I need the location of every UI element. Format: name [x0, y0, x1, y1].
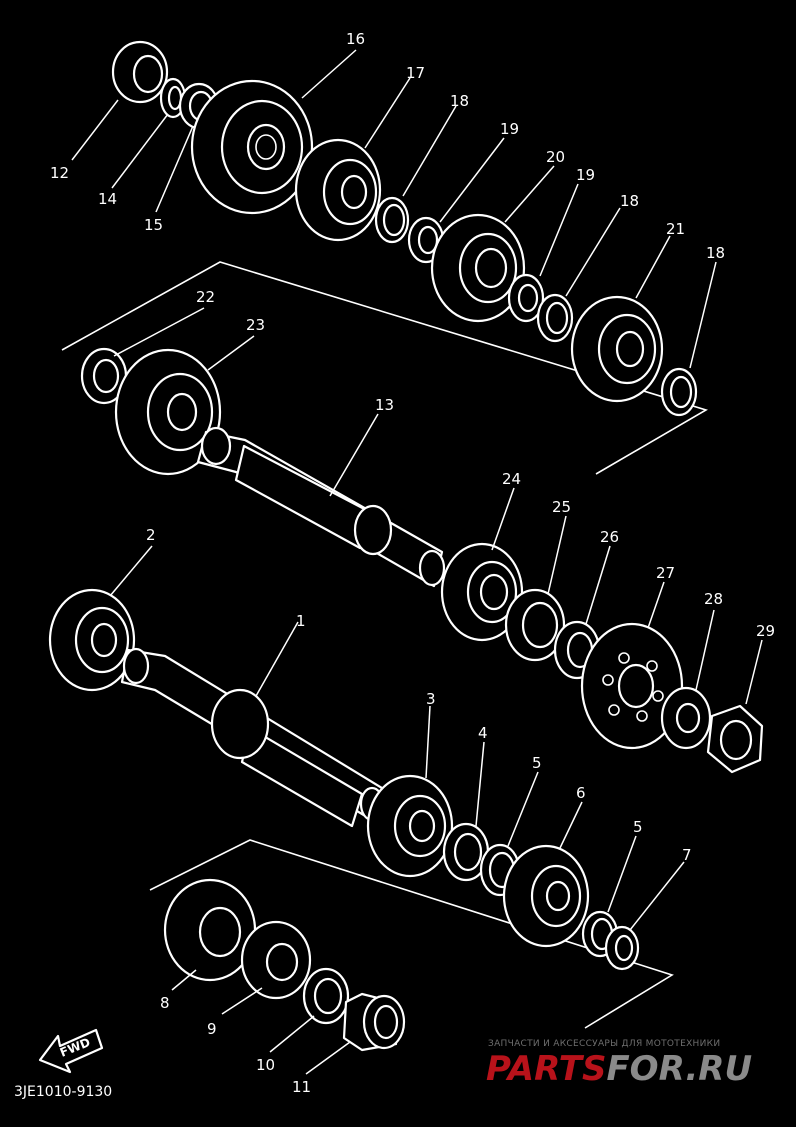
callout-1: 1 — [296, 612, 306, 630]
part-1-drive-axle — [120, 647, 385, 828]
callout-10: 10 — [256, 1056, 275, 1074]
callout-11: 11 — [292, 1078, 311, 1096]
callout-19: 19 — [500, 120, 519, 138]
part-20-gear — [430, 213, 526, 323]
part-10-washer — [302, 967, 350, 1025]
part-9-gear — [240, 920, 312, 1000]
part-7-washer — [604, 925, 640, 971]
forward-direction-indicator: FWD — [38, 1028, 104, 1074]
callout-numbers: 1 2 3 4 5 5 6 7 8 9 10 11 12 13 14 15 16… — [50, 30, 775, 1096]
watermark-brand-right: FOR.RU — [606, 1049, 752, 1089]
callout-5: 5 — [532, 754, 542, 772]
callout-8: 8 — [160, 994, 170, 1012]
part-18-circlip-2 — [536, 293, 574, 343]
watermark: ЗАПЧАСТИ И АКСЕССУАРЫ ДЛЯ МОТОТЕХНИКИ PA… — [486, 1039, 752, 1089]
part-27-drive-sprocket — [580, 622, 684, 750]
part-18-circlip-3 — [660, 367, 698, 417]
callout-17: 17 — [406, 64, 425, 82]
callout-18b: 18 — [620, 192, 639, 210]
callout-4: 4 — [478, 724, 488, 742]
callout-13: 13 — [375, 396, 394, 414]
callout-9: 9 — [207, 1020, 217, 1038]
callout-14: 14 — [98, 190, 117, 208]
callout-18: 18 — [450, 92, 469, 110]
callout-25: 25 — [552, 498, 571, 516]
drive-axle-sub-assembly-frame — [149, 839, 674, 1029]
callout-15: 15 — [144, 216, 163, 234]
part-28-lock-washer — [660, 686, 712, 750]
part-26-collar — [553, 620, 601, 680]
part-17-gear — [294, 138, 382, 242]
part-29-nut — [706, 704, 764, 774]
part-12-bearing — [111, 40, 169, 104]
watermark-brand: PARTSFOR.RU — [486, 1049, 752, 1089]
callout-5b: 5 — [633, 818, 643, 836]
part-6-gear — [502, 844, 590, 948]
watermark-brand-left: PARTS — [486, 1049, 606, 1089]
part-3-gear — [366, 774, 454, 878]
callout-28: 28 — [704, 590, 723, 608]
part-19-washer-2 — [507, 273, 545, 323]
part-2-bearing — [48, 588, 136, 692]
part-24-bearing — [440, 542, 524, 642]
callout-27: 27 — [656, 564, 675, 582]
part-18-circlip — [374, 196, 410, 244]
callout-23: 23 — [246, 316, 265, 334]
callout-24: 24 — [502, 470, 521, 488]
drawing-code: 3JE1010-9130 — [14, 1084, 112, 1100]
part-22-washer — [80, 347, 128, 405]
part-25-oil-seal — [504, 588, 566, 662]
callout-7: 7 — [682, 846, 692, 864]
callout-20: 20 — [546, 148, 565, 166]
part-23-gear — [114, 348, 222, 476]
leader-lines — [71, 49, 763, 1075]
callout-2: 2 — [146, 526, 156, 544]
part-13-main-axle — [196, 426, 446, 588]
callout-26: 26 — [600, 528, 619, 546]
callout-18c: 18 — [706, 244, 725, 262]
watermark-tagline: ЗАПЧАСТИ И АКСЕССУАРЫ ДЛЯ МОТОТЕХНИКИ — [488, 1039, 720, 1049]
callout-22: 22 — [196, 288, 215, 306]
part-11-needle-bearing — [342, 992, 406, 1052]
callout-6: 6 — [576, 784, 586, 802]
main-axle-assembly-frame — [61, 261, 708, 475]
part-21-gear — [570, 295, 664, 403]
callout-16: 16 — [346, 30, 365, 48]
part-16-gear — [190, 79, 314, 215]
callout-19b: 19 — [576, 166, 595, 184]
callout-29: 29 — [756, 622, 775, 640]
callout-21: 21 — [666, 220, 685, 238]
callout-12: 12 — [50, 164, 69, 182]
callout-3: 3 — [426, 690, 436, 708]
